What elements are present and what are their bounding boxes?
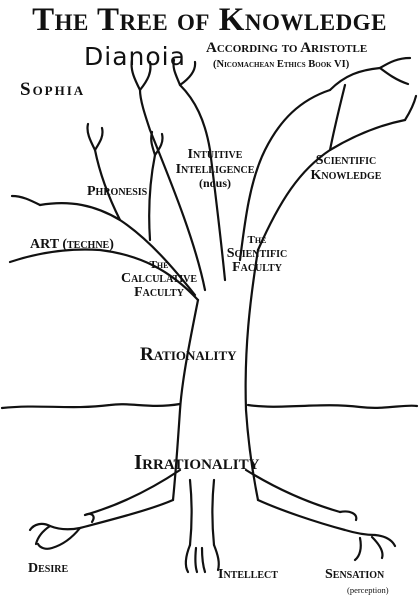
branch-left-main <box>8 248 200 302</box>
scientific-faculty-line3: Faculty <box>232 260 282 276</box>
subtitle-line1: According to Aristotle <box>206 40 368 56</box>
trunk-right <box>244 248 260 502</box>
perception-label: (perception) <box>347 585 389 595</box>
rationality-label: Rationality <box>140 344 237 365</box>
scientific-faculty-label: The Scientific Faculty <box>209 234 305 276</box>
irrationality-label: Irrationality <box>134 450 260 474</box>
scientific-knowledge-line2: Knowledge <box>310 167 382 183</box>
sensation-label: Sensation <box>325 567 385 582</box>
intuitive-line1: Intuitive <box>187 147 243 162</box>
scientific-faculty-line2: Scientific <box>226 245 288 261</box>
dianoia-label: Dianoia <box>84 42 186 71</box>
phronesis-label: Phronesis <box>87 184 148 199</box>
ground-line <box>0 402 419 410</box>
branch-left-top <box>93 148 157 242</box>
intellect-label: Intellect <box>218 567 278 582</box>
root-right <box>256 498 377 537</box>
hand-center <box>184 543 220 574</box>
root-left <box>48 498 175 531</box>
intuitive-line3: (nous) <box>198 176 231 191</box>
root-left-inner <box>83 468 182 517</box>
root-center <box>188 478 216 547</box>
branch-center-left <box>138 88 207 292</box>
hand-left <box>28 512 95 550</box>
scientific-knowledge-line1: Scientific <box>315 153 377 168</box>
calculative-line1: The <box>149 259 169 271</box>
calculative-line3: Faculty <box>134 285 184 301</box>
trunk-left <box>171 298 200 502</box>
twigs <box>10 56 418 207</box>
intuitive-intelligence-label: Intuitive Intelligence (nous) <box>157 147 273 191</box>
scientific-knowledge-label: Scientific Knowledge <box>296 153 396 183</box>
root-right-inner <box>244 468 342 514</box>
hand-right <box>338 510 397 562</box>
subtitle-line2: (Nicomachean Ethics Book VI) <box>213 59 350 70</box>
branch-right-top <box>328 66 382 152</box>
art-label: ART (techne) <box>30 237 114 252</box>
intuitive-line2: Intelligence <box>175 161 255 177</box>
branch-center-right <box>238 88 332 262</box>
calculative-line2: Calculative <box>120 270 198 286</box>
scientific-faculty-line1: The <box>247 234 267 246</box>
branch-center <box>178 83 227 282</box>
diagram-title: The Tree of Knowledge <box>32 2 387 38</box>
calculative-faculty-label: The Calculative Faculty <box>100 259 218 301</box>
desire-label: Desire <box>28 561 69 576</box>
sophia-label: Sophia <box>20 79 86 100</box>
